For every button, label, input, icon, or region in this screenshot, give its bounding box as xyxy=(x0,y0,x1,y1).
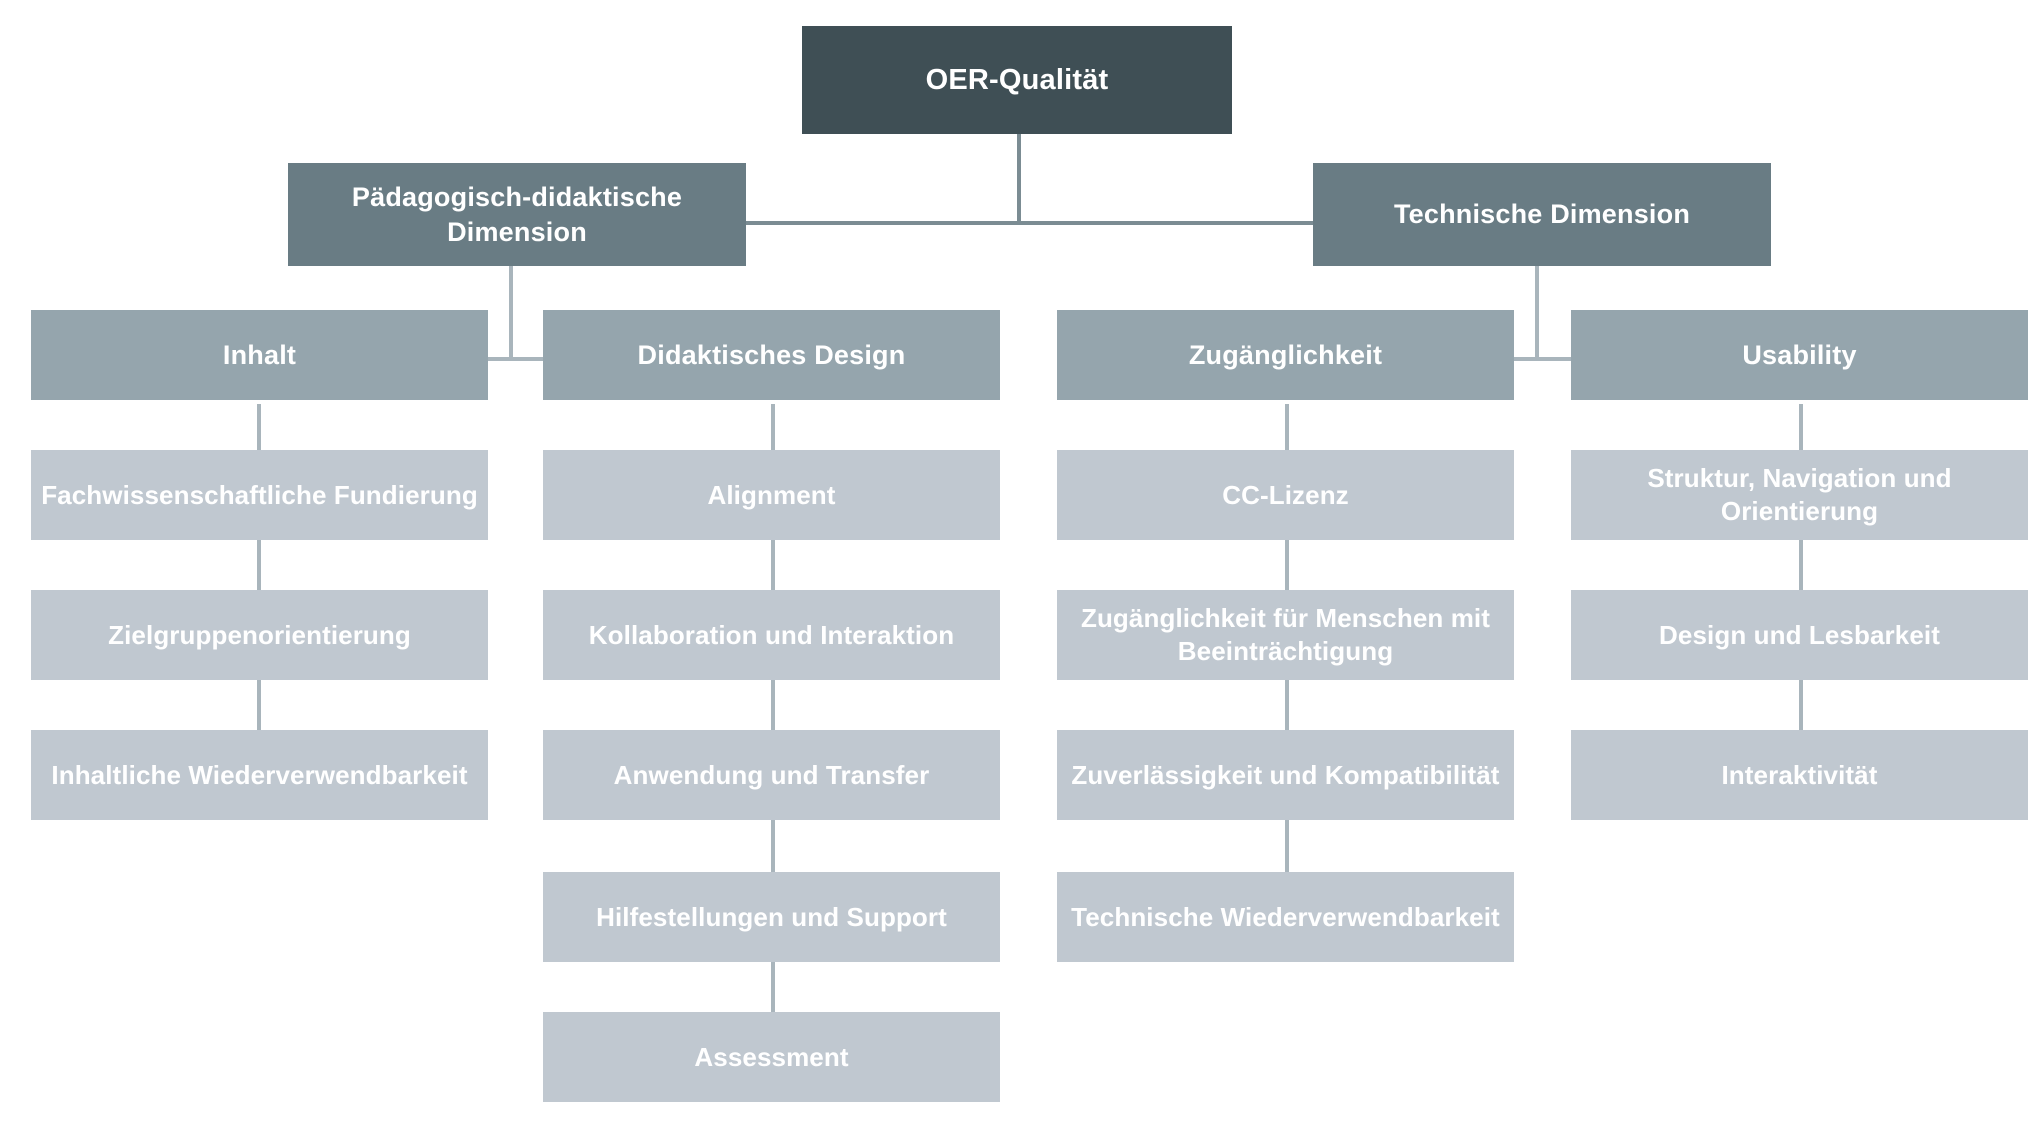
edge-column-inhalt xyxy=(257,404,261,734)
node-category-usability[interactable]: Usability xyxy=(1571,310,2028,400)
node-criterion-label: Struktur, Navigation und Orientierung xyxy=(1647,463,1952,526)
node-criterion-label: Alignment xyxy=(707,479,836,510)
node-dimension-label: Technische Dimension xyxy=(1393,199,1691,230)
node-criterion-interaktivitaet[interactable]: Interaktivität xyxy=(1571,730,2028,820)
node-criterion-label: Zugänglichkeit für Menschen mit Beeinträ… xyxy=(1080,603,1491,666)
node-criterion-label: Kollaboration und Interaktion xyxy=(588,619,955,650)
node-category-label: Zugänglichkeit xyxy=(1188,339,1383,370)
node-criterion-anwendung-und-transfer[interactable]: Anwendung und Transfer xyxy=(543,730,1000,820)
node-criterion-hilfestellungen-und-support[interactable]: Hilfestellungen und Support xyxy=(543,872,1000,962)
node-root-label: OER-Qualität xyxy=(925,63,1109,96)
node-criterion-alignment[interactable]: Alignment xyxy=(543,450,1000,540)
node-criterion-zuverlaessigkeit-und-kompatibilitaet[interactable]: Zuverlässigkeit und Kompatibilität xyxy=(1057,730,1514,820)
edge-dimension-bus xyxy=(508,221,1528,225)
node-criterion-assessment[interactable]: Assessment xyxy=(543,1012,1000,1102)
node-criterion-inhaltliche-wiederverwendbarkeit[interactable]: Inhaltliche Wiederverwendbarkeit xyxy=(31,730,488,820)
edge-column-usability xyxy=(1799,404,1803,734)
node-criterion-label: Assessment xyxy=(694,1041,849,1072)
node-criterion-label: Design und Lesbarkeit xyxy=(1659,619,1940,650)
node-root-oer-qualitaet[interactable]: OER-Qualität xyxy=(802,26,1232,134)
node-criterion-label: Fachwissenschaftliche Fundierung xyxy=(41,479,478,510)
node-criterion-label: Inhaltliche Wiederverwendbarkeit xyxy=(51,759,468,790)
node-criterion-label: Technische Wiederverwendbarkeit xyxy=(1071,901,1500,932)
edge-right-dimension-stem xyxy=(1535,265,1539,360)
node-criterion-fachwissenschaftliche-fundierung[interactable]: Fachwissenschaftliche Fundierung xyxy=(31,450,488,540)
node-dimension-paedagogisch-didaktisch[interactable]: Pädagogisch-didaktische Dimension xyxy=(288,163,746,266)
node-criterion-label: CC-Lizenz xyxy=(1222,479,1349,510)
edge-right-category-bridge xyxy=(1430,357,1640,361)
edge-column-didaktisches-design xyxy=(771,404,775,1014)
node-category-didaktisches-design[interactable]: Didaktisches Design xyxy=(543,310,1000,400)
node-criterion-zielgruppenorientierung[interactable]: Zielgruppenorientierung xyxy=(31,590,488,680)
node-category-label: Usability xyxy=(1742,339,1857,370)
node-criterion-technische-wiederverwendbarkeit[interactable]: Technische Wiederverwendbarkeit xyxy=(1057,872,1514,962)
node-category-inhalt[interactable]: Inhalt xyxy=(31,310,488,400)
node-criterion-struktur-navigation-orientierung[interactable]: Struktur, Navigation und Orientierung xyxy=(1571,450,2028,540)
node-criterion-cc-lizenz[interactable]: CC-Lizenz xyxy=(1057,450,1514,540)
node-criterion-kollaboration-und-interaktion[interactable]: Kollaboration und Interaktion xyxy=(543,590,1000,680)
node-category-label: Didaktisches Design xyxy=(637,339,906,370)
edge-left-category-bridge xyxy=(404,357,614,361)
node-criterion-design-und-lesbarkeit[interactable]: Design und Lesbarkeit xyxy=(1571,590,2028,680)
node-category-zugaenglichkeit[interactable]: Zugänglichkeit xyxy=(1057,310,1514,400)
node-category-label: Inhalt xyxy=(222,339,297,370)
edge-left-dimension-stem xyxy=(509,265,513,360)
node-dimension-label: Pädagogisch-didaktische Dimension xyxy=(351,182,683,247)
node-criterion-label: Hilfestellungen und Support xyxy=(596,901,947,932)
node-criterion-label: Interaktivität xyxy=(1721,759,1878,790)
node-criterion-label: Anwendung und Transfer xyxy=(613,759,930,790)
node-criterion-label: Zuverlässigkeit und Kompatibilität xyxy=(1071,759,1500,790)
node-dimension-technisch[interactable]: Technische Dimension xyxy=(1313,163,1771,266)
node-criterion-label: Zielgruppenorientierung xyxy=(108,619,411,650)
node-criterion-zugaenglichkeit-beeintraechtigung[interactable]: Zugänglichkeit für Menschen mit Beeinträ… xyxy=(1057,590,1514,680)
edge-root-stem xyxy=(1017,133,1021,223)
